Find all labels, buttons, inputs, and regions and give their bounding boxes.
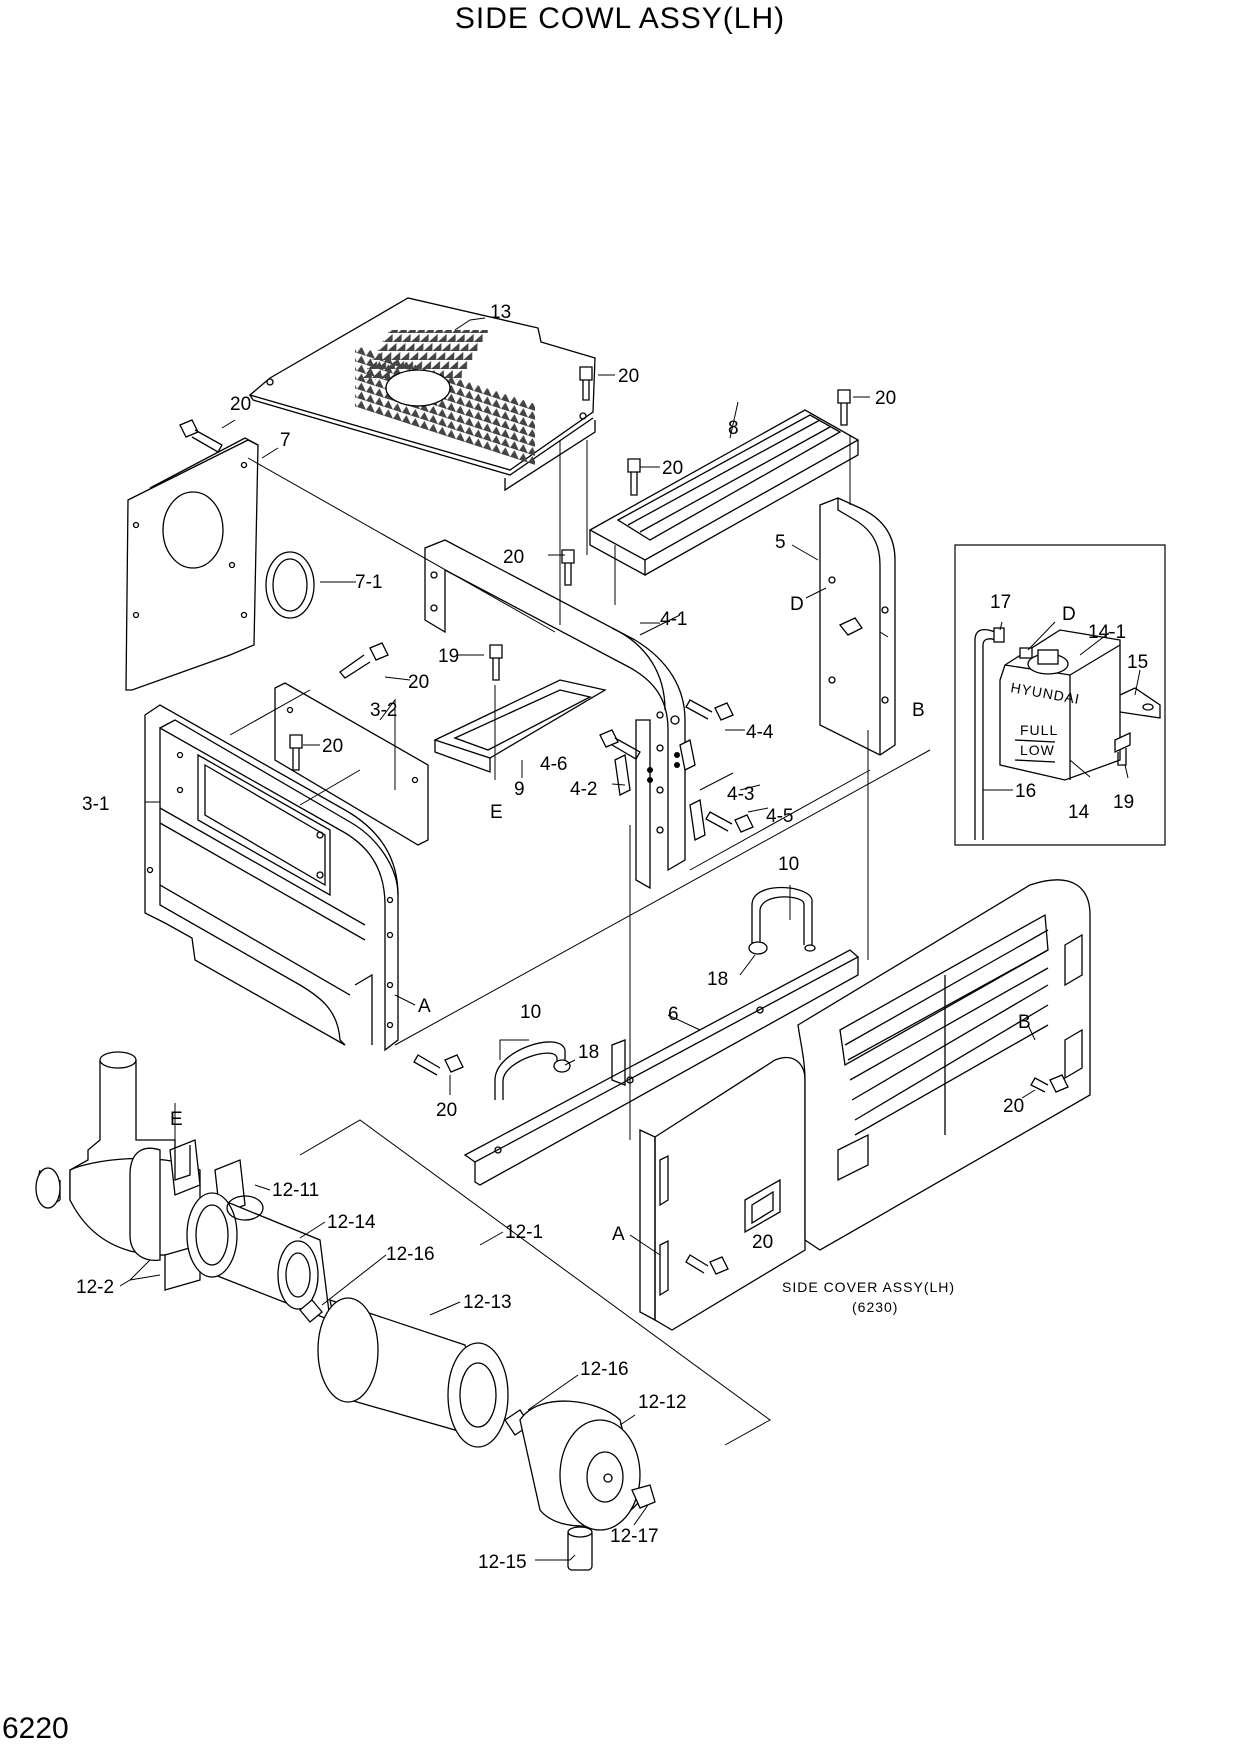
callout-d-2: D [1062, 604, 1076, 625]
inset-caption-ref: (6230) [852, 1299, 898, 1315]
left-side-plate [125, 437, 259, 691]
leader-lines [119, 317, 1141, 1561]
reservoir-inset-frame [954, 544, 1166, 846]
right-post [819, 497, 896, 756]
callout-19-a: 19 [438, 646, 459, 667]
page-title: SIDE COWL ASSY(LH) [454, 2, 786, 35]
callout-4-5: 4-5 [766, 806, 793, 827]
callout-e-1: E [490, 802, 503, 823]
page-number: 6220 [2, 1712, 69, 1745]
callout-10-a: 10 [778, 854, 799, 875]
cap-wing-nut [631, 1484, 656, 1509]
callout-a-1: A [418, 996, 431, 1017]
side-cover-door [639, 1056, 806, 1331]
callout-3-2: 3-2 [370, 700, 397, 721]
handle-lower [494, 1041, 566, 1100]
wing-nut-upper [299, 1299, 323, 1323]
callout-12-17: 12-17 [610, 1526, 659, 1547]
reference-lines [229, 435, 931, 1561]
callout-15: 15 [1127, 652, 1148, 673]
callout-20-a: 20 [618, 366, 639, 387]
mounting-bands [129, 1139, 246, 1291]
filter-gasket [226, 1195, 264, 1221]
grommet-ring [265, 551, 315, 619]
callout-d-1: D [790, 594, 804, 615]
callout-17: 17 [990, 592, 1011, 613]
callout-20-d: 20 [230, 394, 251, 415]
callout-12-12: 12-12 [638, 1392, 687, 1413]
callout-20-b: 20 [875, 388, 896, 409]
callout-7-1: 7-1 [355, 572, 382, 593]
tank-bracket [1119, 687, 1161, 719]
main-side-frame [144, 704, 399, 1052]
callout-20-f: 20 [408, 672, 429, 693]
callout-20-c: 20 [662, 458, 683, 479]
callout-10-b: 10 [520, 1002, 541, 1023]
callout-20-h: 20 [436, 1100, 457, 1121]
tank-full-mark: FULL [1020, 722, 1058, 738]
callout-4-4: 4-4 [746, 722, 774, 743]
callout-4-6: 4-6 [540, 754, 567, 775]
callout-19-b: 19 [1113, 792, 1134, 813]
dust-valve [567, 1526, 593, 1571]
callout-labels: 13 20 20 20 20 7 8 5 20 7-1 D 4-1 19 20 … [76, 302, 1148, 1573]
shelf-bracket [433, 679, 607, 773]
intermediate-plate [274, 682, 429, 846]
handle-upper [751, 886, 816, 952]
inset-caption-name: SIDE COVER ASSY(LH) [782, 1279, 955, 1295]
callout-9: 9 [514, 779, 525, 800]
callout-14: 14 [1068, 802, 1090, 823]
inner-filter-element [317, 1297, 509, 1448]
bolts [179, 366, 1069, 1275]
side-cover-panel [797, 879, 1091, 1251]
callout-14-1: 14-1 [1088, 622, 1126, 643]
upper-channel-bracket [588, 409, 860, 577]
callout-12-16-a: 12-16 [386, 1244, 435, 1265]
reservoir-tank: HYUNDAI FULL LOW [999, 629, 1121, 781]
callout-20-i: 20 [1003, 1096, 1024, 1117]
callout-12-2: 12-2 [76, 1277, 114, 1298]
callout-a-2: A [612, 1224, 625, 1245]
callout-4-3: 4-3 [727, 784, 754, 805]
callout-13: 13 [490, 302, 511, 323]
callout-20-e: 20 [503, 547, 524, 568]
callout-12-13: 12-13 [463, 1292, 512, 1313]
callout-16: 16 [1015, 781, 1036, 802]
bottom-rail [463, 949, 860, 1186]
top-cover-plate [248, 297, 596, 492]
callout-e-2: E [170, 1109, 183, 1130]
tank-low-mark: LOW [1020, 742, 1055, 758]
callout-4-1: 4-1 [660, 609, 687, 630]
callout-18-b: 18 [578, 1042, 599, 1063]
overflow-hose [974, 628, 997, 840]
small-fasteners [599, 699, 754, 841]
callout-20-g: 20 [322, 736, 343, 757]
filter-end-cap [519, 1400, 641, 1531]
tank-bolt [1114, 731, 1131, 766]
callout-12-15: 12-15 [478, 1552, 527, 1573]
outer-filter-element [186, 1192, 331, 1322]
callout-7: 7 [280, 430, 291, 451]
callout-5: 5 [775, 532, 786, 553]
callout-18-a: 18 [707, 969, 728, 990]
callout-b-1: B [912, 700, 925, 721]
callout-4-2: 4-2 [570, 779, 597, 800]
callout-12-11: 12-11 [272, 1180, 319, 1201]
callout-6: 6 [668, 1004, 679, 1025]
hose-clamp [993, 627, 1033, 659]
callout-12-16-b: 12-16 [580, 1359, 629, 1380]
callout-3-1: 3-1 [82, 794, 109, 815]
callout-8: 8 [728, 418, 739, 439]
callout-20-j: 20 [752, 1232, 773, 1253]
callout-b-2: B [1018, 1012, 1031, 1033]
rubber-grommets [553, 941, 768, 1073]
callout-12-1: 12-1 [505, 1222, 543, 1243]
callout-12-14: 12-14 [327, 1212, 376, 1233]
